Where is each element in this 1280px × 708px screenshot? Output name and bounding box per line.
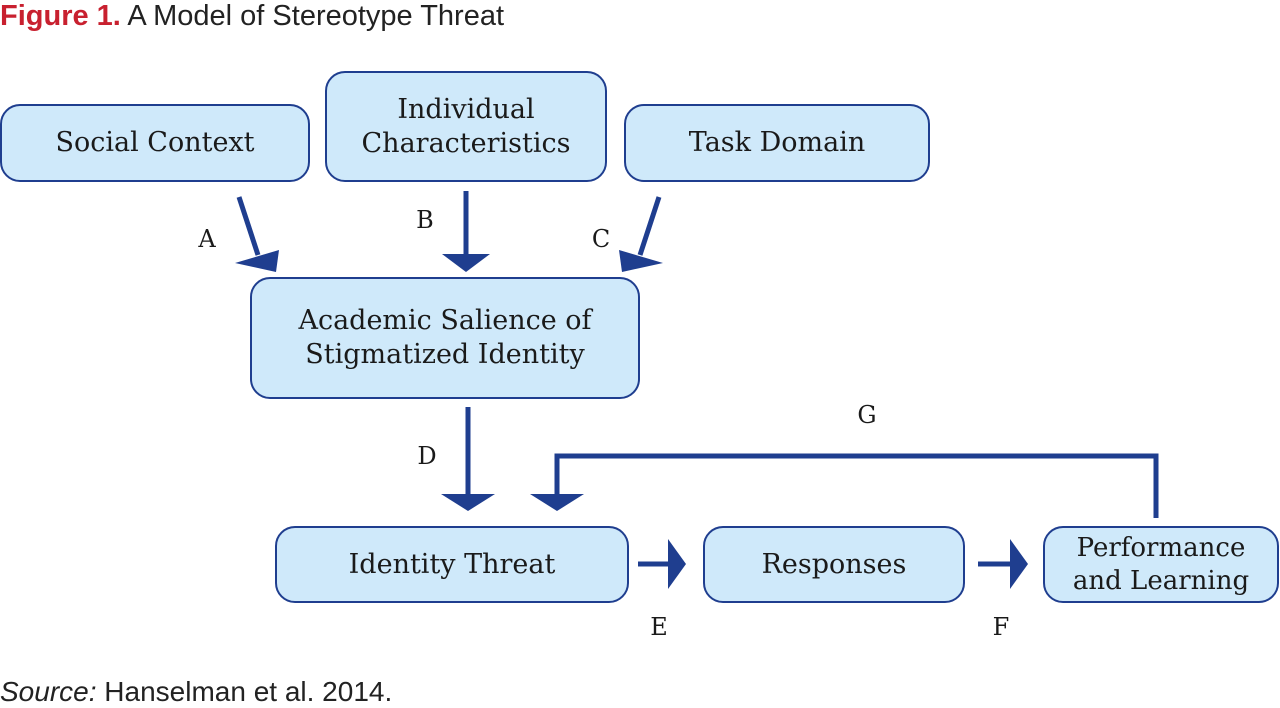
arrow-g-shaft — [554, 453, 1159, 518]
arrow-d-head — [441, 494, 495, 511]
edge-label-e: E — [650, 613, 668, 641]
source-label: Source: — [0, 676, 97, 707]
node-identity-threat-label: Identity Threat — [348, 548, 556, 580]
edge-label-g: G — [857, 401, 877, 429]
arrow-a-shaft — [236, 196, 261, 256]
source-text: Hanselman et al. 2014. — [104, 676, 393, 707]
source-note: Source: Hanselman et al. 2014. — [0, 676, 392, 708]
node-performance-and-learning: Performance and Learning — [1043, 526, 1279, 603]
figure-title: Figure 1. A Model of Stereotype Threat — [0, 0, 504, 32]
edge-label-b: B — [416, 206, 434, 234]
arrow-a-head — [235, 250, 279, 272]
arrow-g-head — [530, 494, 584, 511]
node-individual-characteristics-line1: Individual — [397, 93, 535, 125]
figure-title-text: A Model of Stereotype Threat — [127, 0, 505, 32]
node-social-context: Social Context — [0, 104, 310, 182]
edge-label-a: A — [198, 225, 216, 253]
node-performance-line2: and Learning — [1072, 565, 1250, 596]
node-academic-salience-line2: Stigmatized Identity — [305, 339, 585, 370]
arrow-b-head — [442, 254, 490, 272]
node-social-context-label: Social Context — [55, 127, 255, 158]
arrow-e-head — [668, 539, 686, 589]
arrow-f-head — [1010, 539, 1028, 589]
node-academic-salience: Academic Salience of Stigmatized Identit… — [250, 277, 640, 399]
node-task-domain: Task Domain — [624, 104, 930, 182]
node-academic-salience-line1: Academic Salience of — [298, 305, 592, 336]
edge-label-c: C — [591, 225, 611, 253]
edge-label-d: D — [417, 442, 437, 470]
node-performance-line1: Performance — [1076, 532, 1246, 563]
edge-label-f: F — [992, 613, 1010, 641]
node-individual-characteristics-line2: Characteristics — [361, 127, 571, 159]
node-responses-label: Responses — [761, 548, 907, 580]
node-responses: Responses — [703, 526, 965, 603]
node-task-domain-label: Task Domain — [688, 127, 866, 158]
node-individual-characteristics: Individual Characteristics — [325, 71, 607, 182]
figure-label: Figure 1. — [0, 0, 121, 32]
arrow-c-shaft — [637, 196, 662, 256]
arrow-c-head — [619, 250, 663, 272]
node-identity-threat: Identity Threat — [275, 526, 629, 603]
